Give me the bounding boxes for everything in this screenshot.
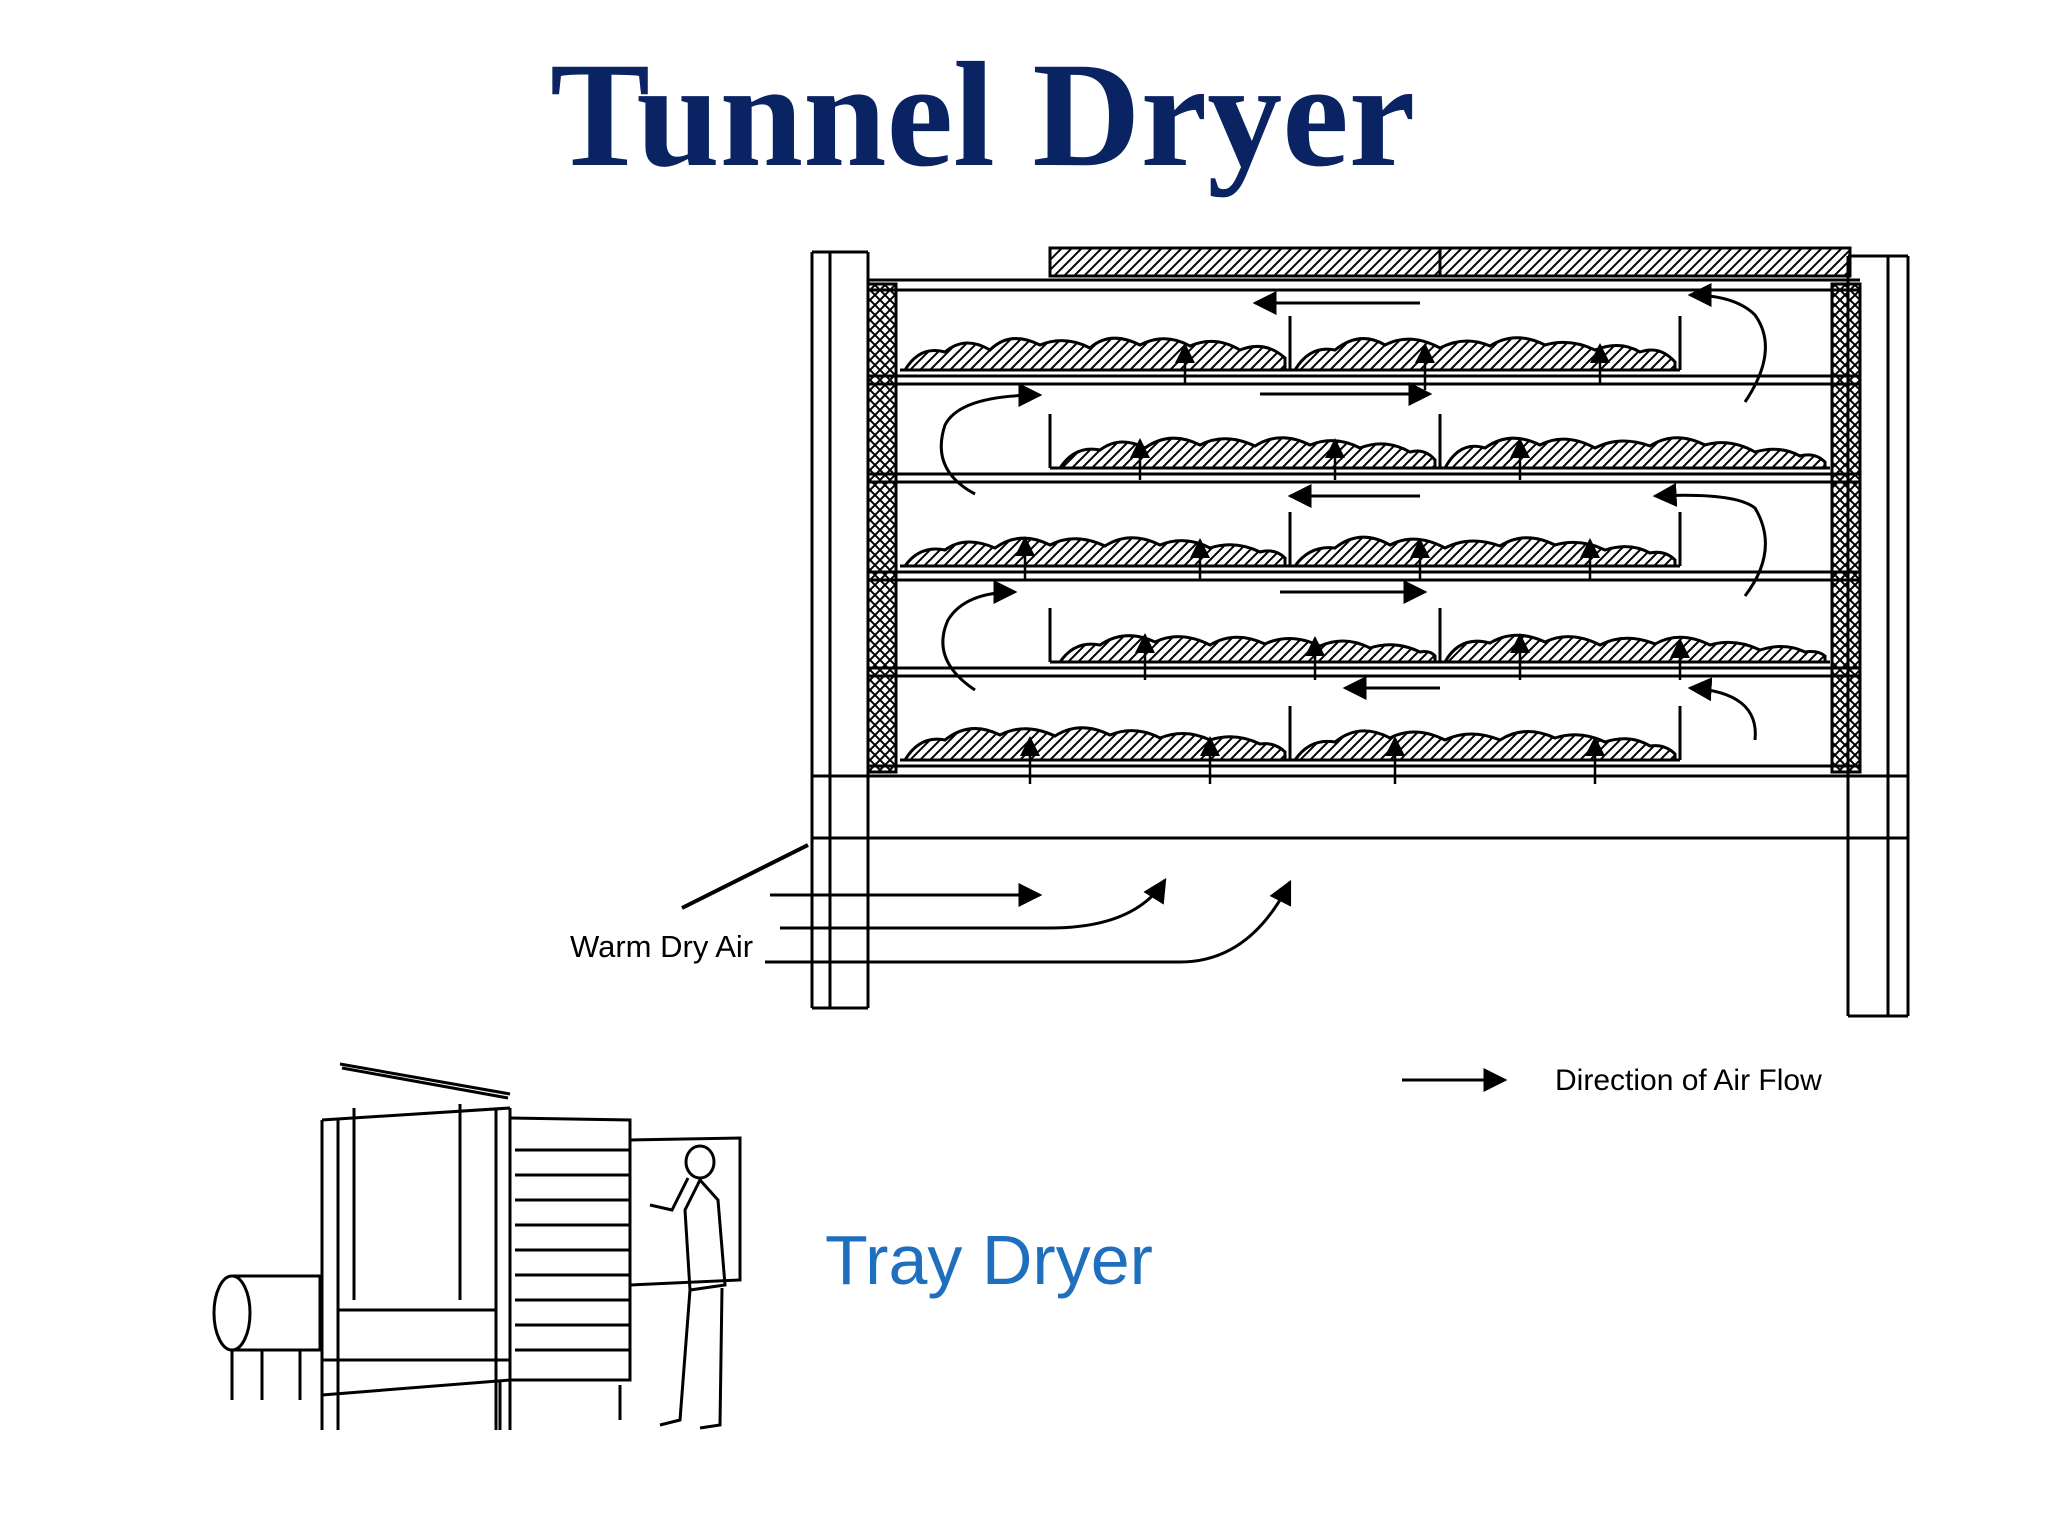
tray-row-5 xyxy=(900,706,1682,762)
roof-insulation xyxy=(1048,246,1852,278)
tray-row-4 xyxy=(1048,608,1830,664)
tray-dryer-caption: Tray Dryer xyxy=(825,1221,1153,1299)
inlet-label: Warm Dry Air xyxy=(570,929,753,964)
tray-row-3 xyxy=(900,512,1682,568)
right-wall-insulation xyxy=(1830,282,1862,774)
tray-row-2 xyxy=(1048,414,1830,470)
tray-row-1 xyxy=(900,316,1682,372)
left-wall-insulation xyxy=(866,282,898,774)
upflow-arrows xyxy=(1015,343,1690,784)
air-flow-arrows xyxy=(765,283,1767,964)
slide-title: Tunnel Dryer xyxy=(550,32,1416,198)
tray-dryer-illustration xyxy=(212,1062,742,1430)
legend: Direction of Air Flow xyxy=(1402,1064,1822,1097)
inlet-pointer xyxy=(681,843,809,910)
legend-label: Direction of Air Flow xyxy=(1555,1064,1822,1097)
